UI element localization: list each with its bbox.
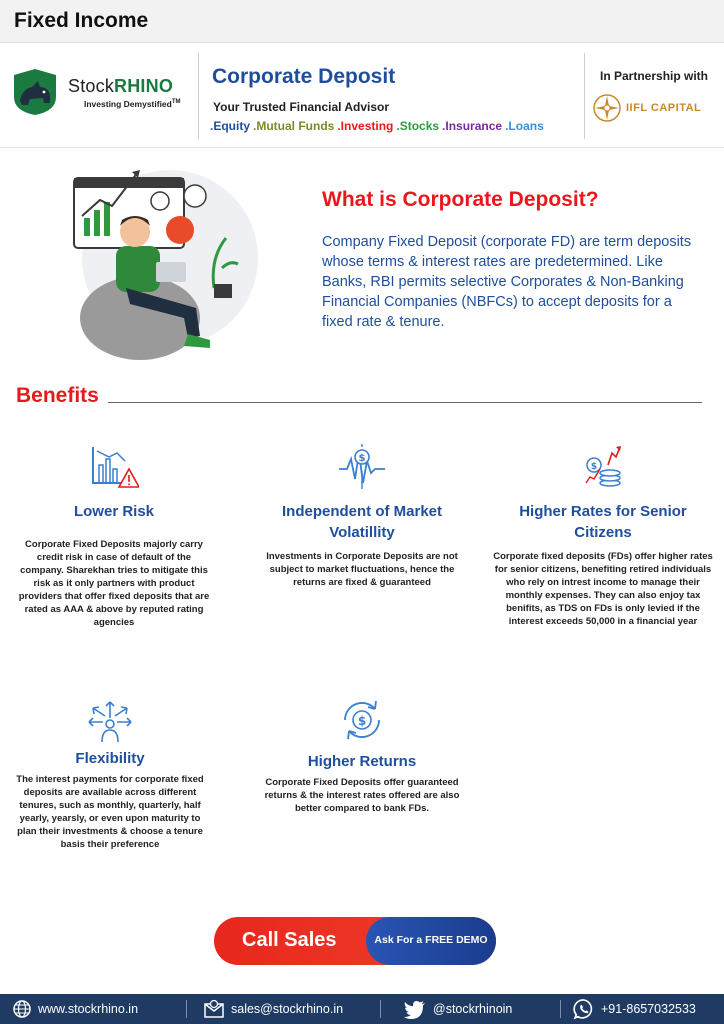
globe-icon <box>13 1000 31 1018</box>
benefit-title: Flexibility <box>75 750 145 767</box>
footer-separator <box>380 1000 381 1018</box>
benefit-description: Corporate fixed deposits (FDs) offer hig… <box>493 551 713 627</box>
flexible-directions-icon <box>88 701 132 743</box>
iifl-emblem-icon <box>593 94 621 122</box>
risk-chart-icon <box>92 447 139 488</box>
header: StockRHINO Investing DemystifiedTM Corpo… <box>0 42 724 148</box>
header-divider-left <box>198 53 199 139</box>
cta-group: Call Sales Ask For a FREE DEMO <box>214 917 496 965</box>
services-list: .Equity .Mutual Funds .Investing .Stocks… <box>210 119 544 133</box>
partner-label: In Partnership with <box>600 69 709 83</box>
coins-growth-icon: $ <box>585 446 621 487</box>
header-title: Corporate Deposit <box>212 65 396 88</box>
service-equity: .Equity <box>210 119 251 133</box>
free-demo-button[interactable]: Ask For a FREE DEMO <box>366 917 496 965</box>
benefits-divider <box>108 402 702 403</box>
header-divider-right <box>584 53 585 139</box>
top-bar: Fixed Income <box>0 0 724 42</box>
footer-website[interactable]: www.stockrhino.in <box>12 994 138 1024</box>
hero-description: Company Fixed Deposit (corporate FD) are… <box>322 234 692 330</box>
benefit-independent-volatility: $ Independent of Market Volatillity Inve… <box>254 443 470 589</box>
rhino-logo-icon <box>14 69 56 115</box>
footer: www.stockrhino.in sales@stockrhino.in @s… <box>0 994 724 1024</box>
brand-name-part1: Stock <box>68 76 115 96</box>
investor-illustration <box>73 170 258 360</box>
svg-text:$: $ <box>359 453 366 464</box>
whatsapp-icon <box>573 999 593 1020</box>
footer-phone-text: +91-8657032533 <box>601 1002 696 1016</box>
header-subtitle: Your Trusted Financial Advisor <box>213 100 390 114</box>
benefit-title: Higher Rates for Senior Citizens <box>519 503 687 541</box>
service-stocks: .Stocks <box>396 119 440 133</box>
footer-website-text: www.stockrhino.in <box>38 1002 139 1016</box>
benefit-lower-risk: Lower Risk Corporate Fixed Deposits majo… <box>14 443 214 629</box>
service-investing: .Investing <box>337 119 394 133</box>
partner-logo: IIFL CAPITAL <box>592 93 701 123</box>
free-demo-label: Ask For a FREE DEMO <box>374 934 488 946</box>
footer-separator <box>560 1000 561 1018</box>
benefit-senior-citizens: $ Higher Rates for Senior Citizens Corpo… <box>492 443 714 628</box>
brand-tagline: Investing DemystifiedTM <box>84 99 181 109</box>
footer-email[interactable]: sales@stockrhino.in <box>203 994 343 1024</box>
returns-cycle-icon: $ <box>344 700 380 740</box>
footer-email-text: sales@stockrhino.in <box>231 1002 344 1016</box>
market-volatility-icon: $ <box>339 444 385 489</box>
service-insurance: .Insurance <box>442 119 503 133</box>
page-heading: Fixed Income <box>14 9 149 32</box>
twitter-icon <box>404 1001 425 1019</box>
service-loans: .Loans <box>505 119 544 133</box>
svg-text:$: $ <box>358 714 366 728</box>
benefit-description: The interest payments for corporate fixe… <box>16 774 204 850</box>
footer-twitter[interactable]: @stockrhinoin <box>403 994 512 1024</box>
benefit-higher-returns: $ Higher Returns Corporate Fixed Deposit… <box>254 697 470 815</box>
benefit-title: Independent of Market Volatillity <box>281 503 442 541</box>
benefit-description: Corporate Fixed Deposits majorly carry c… <box>18 539 210 628</box>
footer-twitter-text: @stockrhinoin <box>433 1002 513 1016</box>
benefit-title: Higher Returns <box>307 753 417 770</box>
benefit-flexibility: Flexibility The interest payments for co… <box>10 694 210 851</box>
hero-title: What is Corporate Deposit? <box>322 188 599 211</box>
email-icon <box>204 999 224 1018</box>
partner-name: IIFL CAPITAL <box>626 102 702 114</box>
benefit-description: Corporate Fixed Deposits offer guarantee… <box>264 777 460 814</box>
trademark-mark: TM <box>171 99 181 106</box>
footer-phone[interactable]: +91-8657032533 <box>573 994 696 1024</box>
call-sales-label: Call Sales <box>242 929 337 951</box>
brand-name-part2: RHINO <box>114 76 174 96</box>
benefit-title: Lower Risk <box>73 503 155 520</box>
brand-tagline-text: Investing Demystified <box>84 99 172 109</box>
footer-separator <box>186 1000 187 1018</box>
benefit-description: Investments in Corporate Deposits are no… <box>266 551 458 588</box>
brand-name: StockRHINO <box>68 76 173 97</box>
benefits-title: Benefits <box>16 384 99 407</box>
service-mutual-funds: .Mutual Funds <box>253 119 335 133</box>
svg-text:$: $ <box>591 462 597 472</box>
